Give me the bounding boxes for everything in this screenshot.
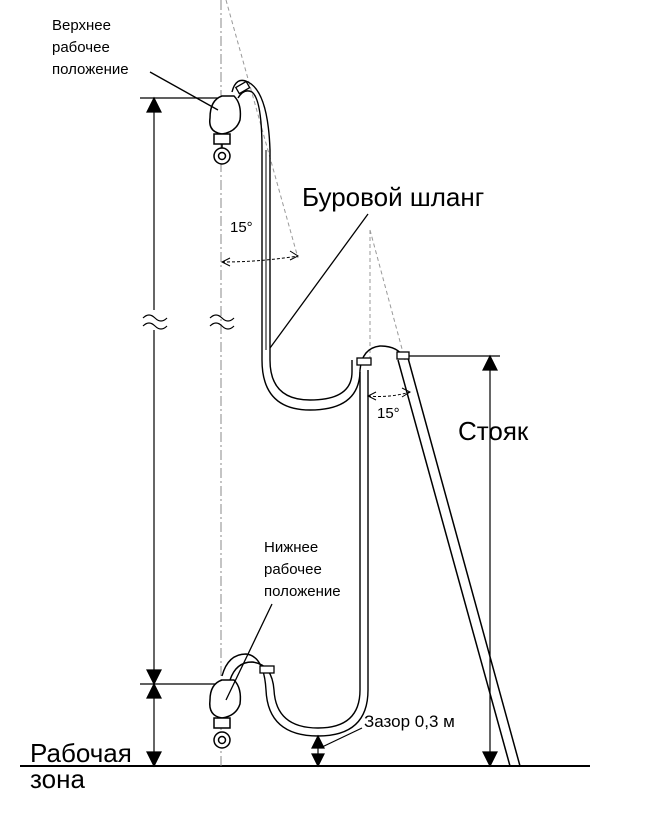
angle-bottom-label: 15° [377,405,400,422]
angle-arrow-top [220,250,300,267]
upper-swivel [209,95,242,165]
height-dimension [140,96,220,768]
hose-label: Буровой шланг [302,182,484,212]
angle-arrow-bottom [366,387,412,401]
hose-bands [234,80,410,674]
gap-dimension [311,727,363,768]
gap-label: Зазор 0,3 м [364,712,455,731]
standpipe-dimension [406,354,500,768]
work-zone-label-1: Рабочая [30,738,132,768]
angle-top-label: 15° [230,219,253,236]
standpipe [397,357,521,767]
lower-position-label-1: Нижнее [264,539,318,556]
angle-guide-bottom-2 [369,229,406,361]
lower-position-label-3: положение [264,583,341,600]
upper-position-label-2: рабочее [52,39,110,56]
drilling-hose [221,79,405,737]
leader-lines [149,71,369,701]
standpipe-label: Стояк [458,416,529,446]
upper-position-label-1: Верхнее [52,17,111,34]
upper-position-label-3: положение [52,61,129,78]
lower-position-label-2: рабочее [264,561,322,578]
axis-break-mark [209,314,235,330]
work-zone-label-2: зона [30,764,85,794]
lower-swivel [209,679,242,749]
